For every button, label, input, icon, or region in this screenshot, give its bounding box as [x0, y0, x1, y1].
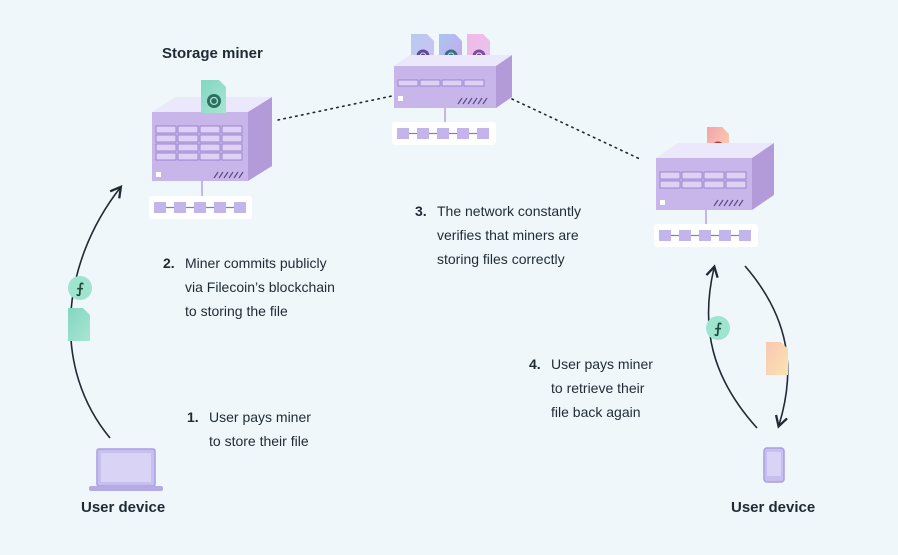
token-icon-right: ⨍	[706, 316, 730, 340]
step-3-line-2: verifies that miners are	[437, 227, 579, 243]
step-1-line-2: to store their file	[209, 433, 309, 449]
user-device-left-label: User device	[81, 499, 166, 516]
retrieve-arrow	[744, 265, 789, 429]
step-4-line-1: User pays miner	[551, 356, 653, 372]
step-4-line-2: to retrieve their	[551, 380, 645, 396]
step-2: 2. Miner commits publicly via Filecoin’s…	[163, 251, 335, 323]
step-2-line-1: Miner commits publicly	[185, 255, 327, 271]
network-server-icon	[394, 55, 512, 108]
storage-miner-label: Storage miner	[162, 45, 263, 62]
step-1: 1. User pays miner to store their file	[187, 405, 311, 453]
phone-icon	[763, 447, 785, 483]
file-icon-teal	[201, 80, 226, 113]
right-miner-server-icon	[656, 143, 774, 210]
step-2-line-2: via Filecoin’s blockchain	[185, 279, 335, 295]
step-3-line-1: The network constantly	[437, 203, 581, 219]
step-3-number: 3.	[415, 203, 427, 219]
blockchain-icon-right	[654, 224, 758, 247]
step-4-line-3: file back again	[551, 404, 641, 420]
token-icon-left: ⨍	[68, 276, 92, 300]
payment-arrow-right	[705, 264, 758, 429]
user-device-right-label: User device	[731, 499, 816, 516]
network-link-left	[277, 95, 393, 121]
step-1-line-1: User pays miner	[209, 409, 311, 425]
step-1-number: 1.	[187, 409, 199, 425]
step-3-line-3: storing files correctly	[437, 251, 565, 267]
blockchain-icon-left	[149, 196, 252, 219]
step-2-line-3: to storing the file	[185, 303, 288, 319]
svg-text:⨍: ⨍	[76, 281, 84, 297]
file-icon-retrieve	[766, 342, 788, 375]
step-3: 3. The network constantly verifies that …	[415, 199, 581, 271]
step-4-number: 4.	[529, 356, 541, 372]
network-link-right	[511, 98, 643, 161]
svg-text:⨍: ⨍	[714, 321, 722, 337]
file-icon-upload	[68, 308, 90, 341]
laptop-icon	[89, 448, 163, 491]
step-4: 4. User pays miner to retrieve their fil…	[529, 352, 653, 424]
storage-miner-server-icon	[152, 97, 272, 181]
blockchain-icon-center	[392, 122, 496, 145]
step-2-number: 2.	[163, 255, 175, 271]
